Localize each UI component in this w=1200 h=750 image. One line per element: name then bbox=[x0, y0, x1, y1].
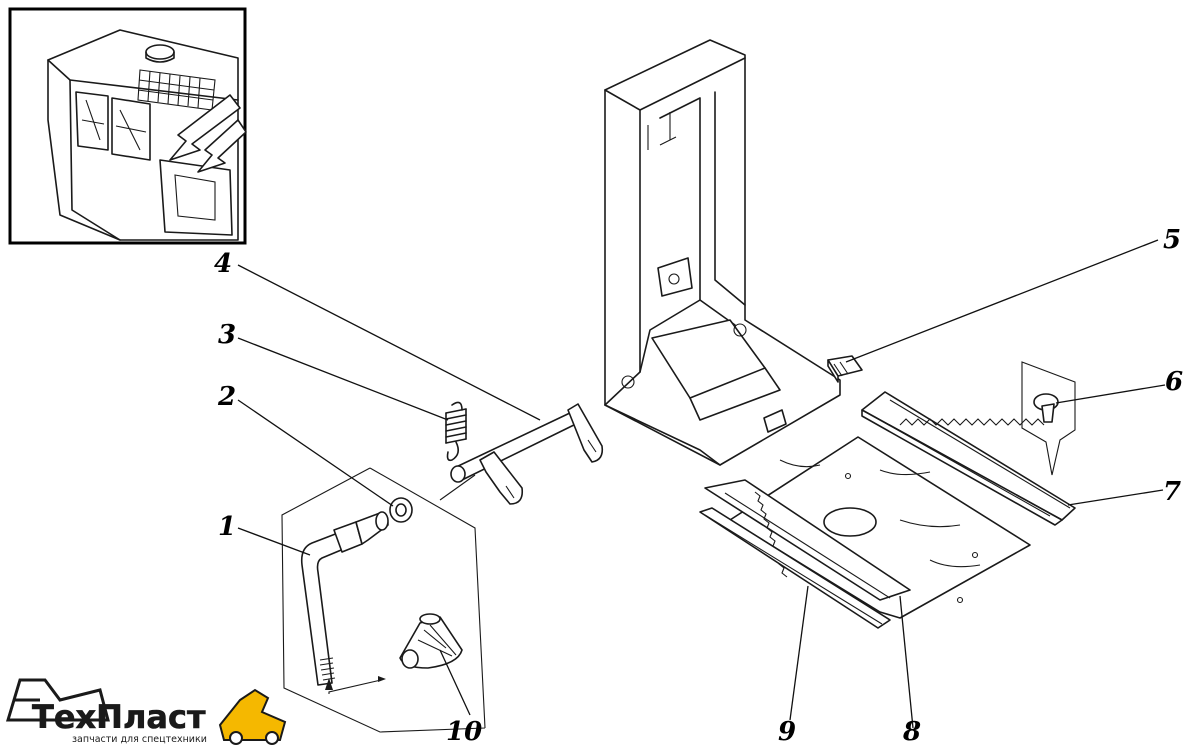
assembly-frame-lines bbox=[281, 467, 486, 733]
callout-9: 9 bbox=[778, 717, 796, 747]
part-1-handle-rod bbox=[300, 511, 389, 686]
cab-inset-view bbox=[8, 7, 247, 245]
callout-7: 7 bbox=[1163, 477, 1181, 507]
callout-3: 3 bbox=[218, 320, 236, 350]
part-5-stop-block bbox=[827, 355, 863, 383]
callout-1: 1 bbox=[218, 512, 236, 542]
techplast-logo: ТехПласт запчасти для спецтехники bbox=[5, 678, 287, 745]
leader-8 bbox=[899, 595, 914, 729]
leader-3 bbox=[237, 337, 449, 421]
callout-5: 5 bbox=[1163, 225, 1181, 255]
callout-4: 4 bbox=[214, 249, 232, 279]
part-9-slide-guide bbox=[699, 507, 891, 629]
callout-labels: 1 2 3 4 5 6 7 8 9 10 bbox=[214, 225, 1183, 747]
logo-brand-part1: Тех bbox=[32, 698, 97, 736]
leader-5 bbox=[845, 239, 1159, 363]
leader-6 bbox=[1055, 384, 1166, 404]
part-2-washer bbox=[389, 497, 413, 523]
logo-brand-part2: Пласт bbox=[96, 698, 206, 736]
leader-2 bbox=[237, 399, 394, 507]
svg-text:ТехПласт: ТехПласт bbox=[32, 698, 206, 736]
callout-6: 6 bbox=[1165, 367, 1183, 397]
leader-10 bbox=[439, 649, 471, 716]
loader-icon bbox=[218, 688, 287, 745]
seat-frame bbox=[604, 39, 841, 466]
callout-10: 10 bbox=[446, 717, 482, 747]
leader-4 bbox=[237, 264, 541, 421]
callout-8: 8 bbox=[902, 717, 921, 747]
leader-1 bbox=[237, 527, 311, 556]
part-6-rivet bbox=[1021, 361, 1076, 476]
leader-lines bbox=[237, 239, 1166, 729]
logo-tagline: запчасти для спецтехники bbox=[72, 734, 207, 745]
callout-2: 2 bbox=[217, 382, 236, 412]
part-7-rack-rail bbox=[861, 391, 1076, 526]
excavator-icon bbox=[5, 678, 110, 722]
part-10-knob bbox=[399, 613, 463, 669]
part-3-spring bbox=[445, 401, 467, 462]
leader-9 bbox=[789, 585, 809, 721]
part-4-lever-shaft bbox=[450, 403, 604, 505]
leader-7 bbox=[1067, 489, 1164, 506]
